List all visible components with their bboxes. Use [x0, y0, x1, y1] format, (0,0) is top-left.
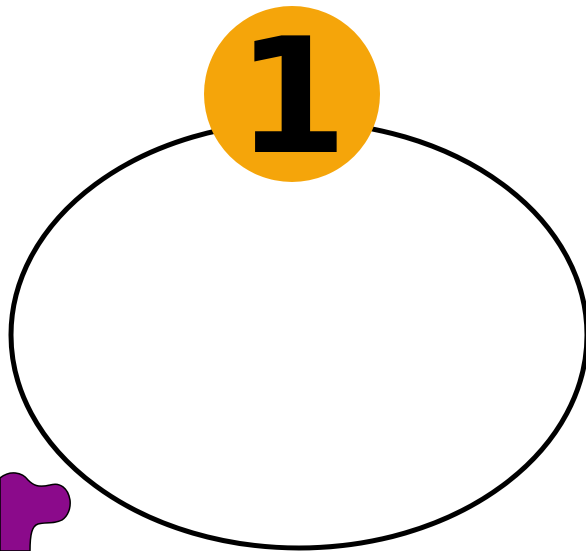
purple-figure-icon — [0, 473, 70, 551]
badge-number: 1 — [236, 3, 347, 190]
